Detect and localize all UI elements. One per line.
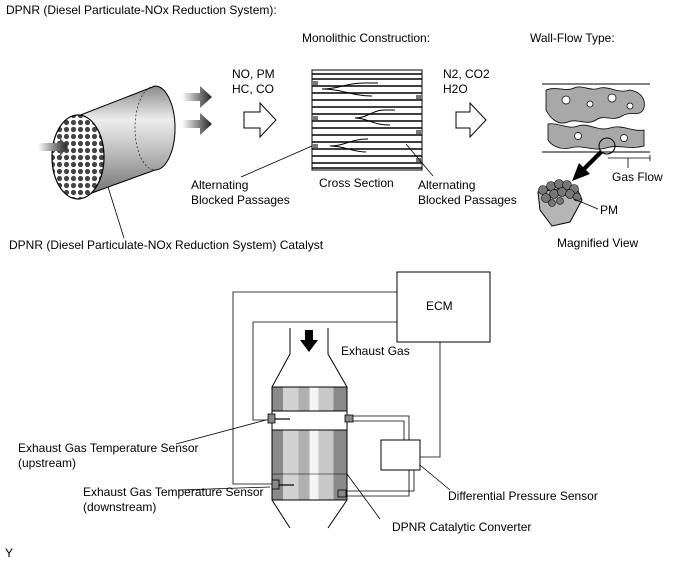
- temp-sensor-downstream: [271, 479, 294, 490]
- inlet-gas-line-2: HC, CO: [232, 82, 274, 96]
- pressure-ports: [337, 414, 354, 498]
- alternating-label-right-1: Alternating: [418, 178, 475, 192]
- exhaust-gas-label: Exhaust Gas: [341, 344, 410, 358]
- gas-flow-label: Gas Flow: [612, 170, 663, 184]
- temp-sensor-upstream: [267, 413, 290, 424]
- differential-pressure-sensor: [380, 439, 421, 471]
- outlet-gas-line-1: N2, CO2: [443, 67, 490, 81]
- alternating-label-left-2: Blocked Passages: [191, 193, 290, 207]
- monolithic-title: Monolithic Construction:: [302, 31, 430, 45]
- alternating-label-right-2: Blocked Passages: [418, 193, 517, 207]
- hollow-arrow-2: [455, 101, 487, 139]
- dpnr-catalytic-converter: [271, 328, 348, 529]
- pressure-hoses: [346, 415, 415, 497]
- alternating-label-left-1: Alternating: [191, 178, 248, 192]
- temp-upstream-label-1: Exhaust Gas Temperature Sensor: [18, 441, 199, 455]
- figure-code: Y: [5, 546, 13, 560]
- cross-section-label: Cross Section: [319, 176, 394, 190]
- hollow-arrow-1: [243, 101, 277, 139]
- diagram-title: DPNR (Diesel Particulate-NOx Reduction S…: [6, 3, 277, 17]
- diff-pressure-label: Differential Pressure Sensor: [448, 489, 598, 503]
- wallflow-title: Wall-Flow Type:: [530, 31, 615, 45]
- catalyst-cylinder: [51, 85, 176, 200]
- bottom-leader-lines: [175, 419, 451, 520]
- inlet-flow-arrow: [38, 138, 68, 156]
- magnify-arrow: [572, 150, 603, 181]
- pm-label: PM: [600, 203, 618, 217]
- magnified-view-label: Magnified View: [557, 236, 638, 250]
- outlet-flow-arrows: [182, 86, 212, 135]
- top-leader-lines: [107, 143, 434, 239]
- converter-label: DPNR Catalytic Converter: [392, 520, 531, 534]
- temp-downstream-label-1: Exhaust Gas Temperature Sensor: [83, 485, 264, 499]
- monolith-cross-section: [311, 69, 423, 171]
- outlet-gas-line-2: H2O: [443, 82, 468, 96]
- temp-downstream-label-2: (downstream): [83, 500, 156, 514]
- exhaust-flow-arrow: [300, 330, 318, 352]
- temp-upstream-label-2: (upstream): [18, 456, 76, 470]
- ecm-box: [396, 271, 491, 343]
- inlet-gas-line-1: NO, PM: [232, 67, 275, 81]
- wall-flow-detail: [542, 83, 651, 168]
- magnified-pm-view: [537, 179, 599, 227]
- sensor-wiring: [232, 291, 441, 485]
- ecm-label: ECM: [426, 299, 453, 313]
- catalyst-label: DPNR (Diesel Particulate-NOx Reduction S…: [9, 238, 324, 252]
